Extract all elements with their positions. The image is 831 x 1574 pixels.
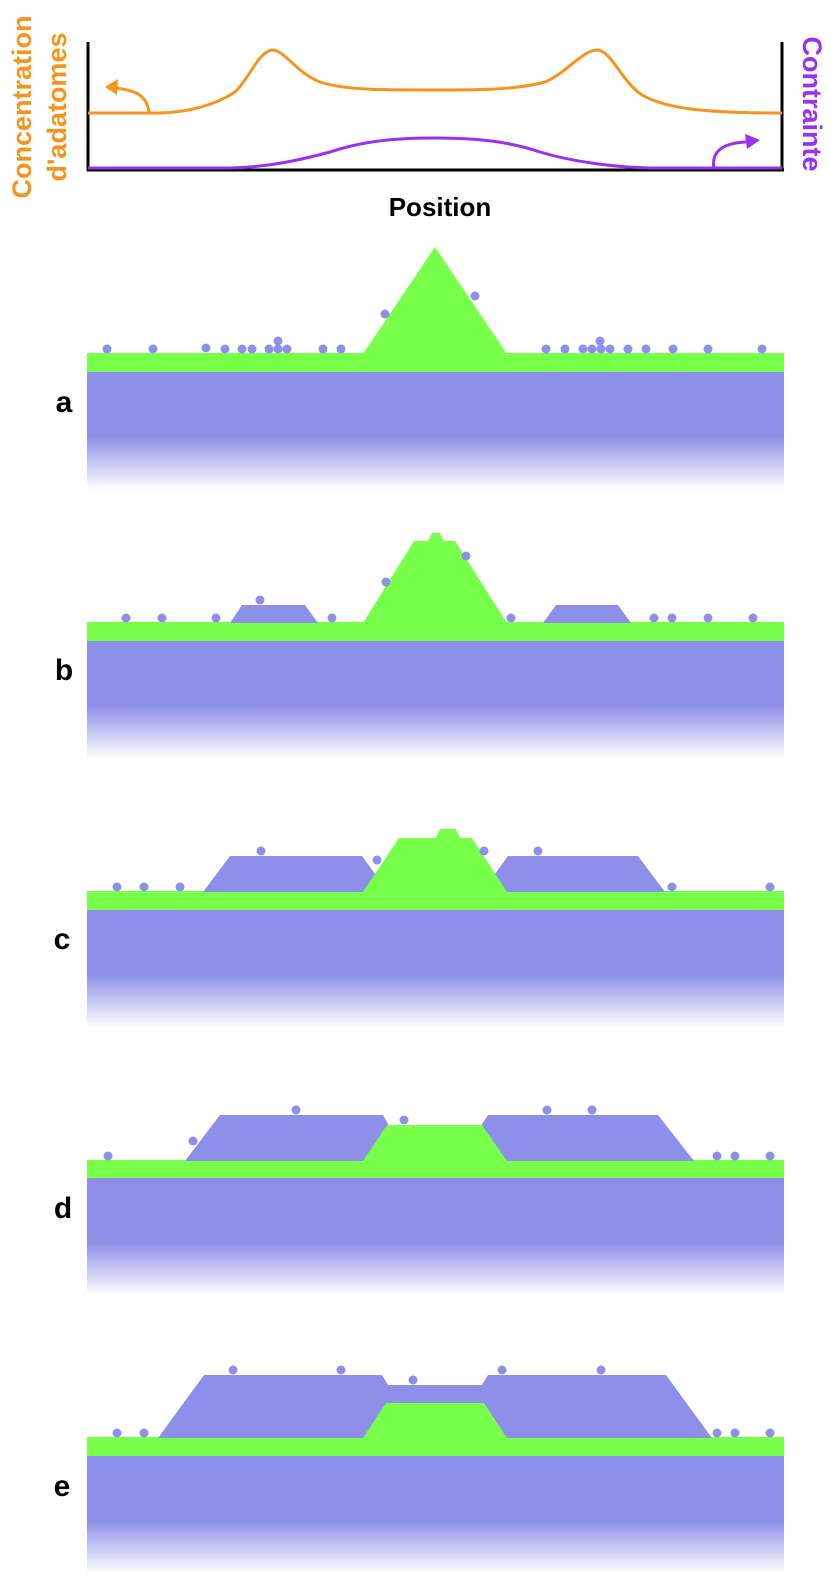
substrate <box>87 1177 784 1296</box>
stress-arrowhead <box>745 134 760 149</box>
island-right <box>492 856 665 892</box>
wetting-layer <box>87 1437 784 1456</box>
wetting-layer <box>87 353 784 372</box>
panel-label: a <box>56 386 73 419</box>
panel-label: b <box>55 654 73 687</box>
panel-e: e <box>54 1365 784 1574</box>
island-left <box>185 1115 388 1161</box>
quantum-dot <box>363 247 507 354</box>
adatoms <box>121 551 758 623</box>
panel-label: c <box>54 923 71 956</box>
panel-label: e <box>54 1470 71 1503</box>
concentration-arrow <box>113 86 151 113</box>
concentration-arrowhead <box>105 79 118 95</box>
quantum-dot <box>363 1125 507 1161</box>
left-axis-label-line1: Concentration <box>7 15 37 198</box>
wetting-layer <box>87 622 784 641</box>
panel-c: c <box>54 829 784 1028</box>
panel-label: d <box>54 1192 72 1225</box>
right-axis-label: Contrainte <box>797 37 827 172</box>
panel-a: a <box>56 247 784 490</box>
adatoms <box>112 1365 775 1438</box>
profile-graph: Concentration d'adatomes Contrainte Posi… <box>7 15 827 222</box>
concentration-curve <box>88 48 783 115</box>
quantum-dot <box>363 829 507 892</box>
adatoms <box>112 846 775 892</box>
wetting-layer <box>87 891 784 910</box>
left-axis-label-line2: d'adatomes <box>42 33 72 182</box>
substrate <box>87 1455 784 1574</box>
quantum-dot <box>363 533 507 623</box>
panel-d: d <box>54 1105 784 1296</box>
panel-b: b <box>55 533 784 759</box>
island-left <box>203 856 378 892</box>
stress-curve <box>88 136 782 170</box>
wetting-layer <box>87 1160 784 1178</box>
substrate <box>87 909 784 1028</box>
adatoms <box>103 1105 775 1161</box>
stress-arrow <box>712 140 747 170</box>
island-right <box>482 1115 694 1161</box>
island-left <box>230 605 318 623</box>
island-right <box>543 605 631 623</box>
adatoms <box>102 291 767 354</box>
substrate <box>87 640 784 759</box>
x-axis-label: Position <box>389 192 492 222</box>
quantum-dot <box>363 1403 507 1438</box>
substrate <box>87 371 784 490</box>
